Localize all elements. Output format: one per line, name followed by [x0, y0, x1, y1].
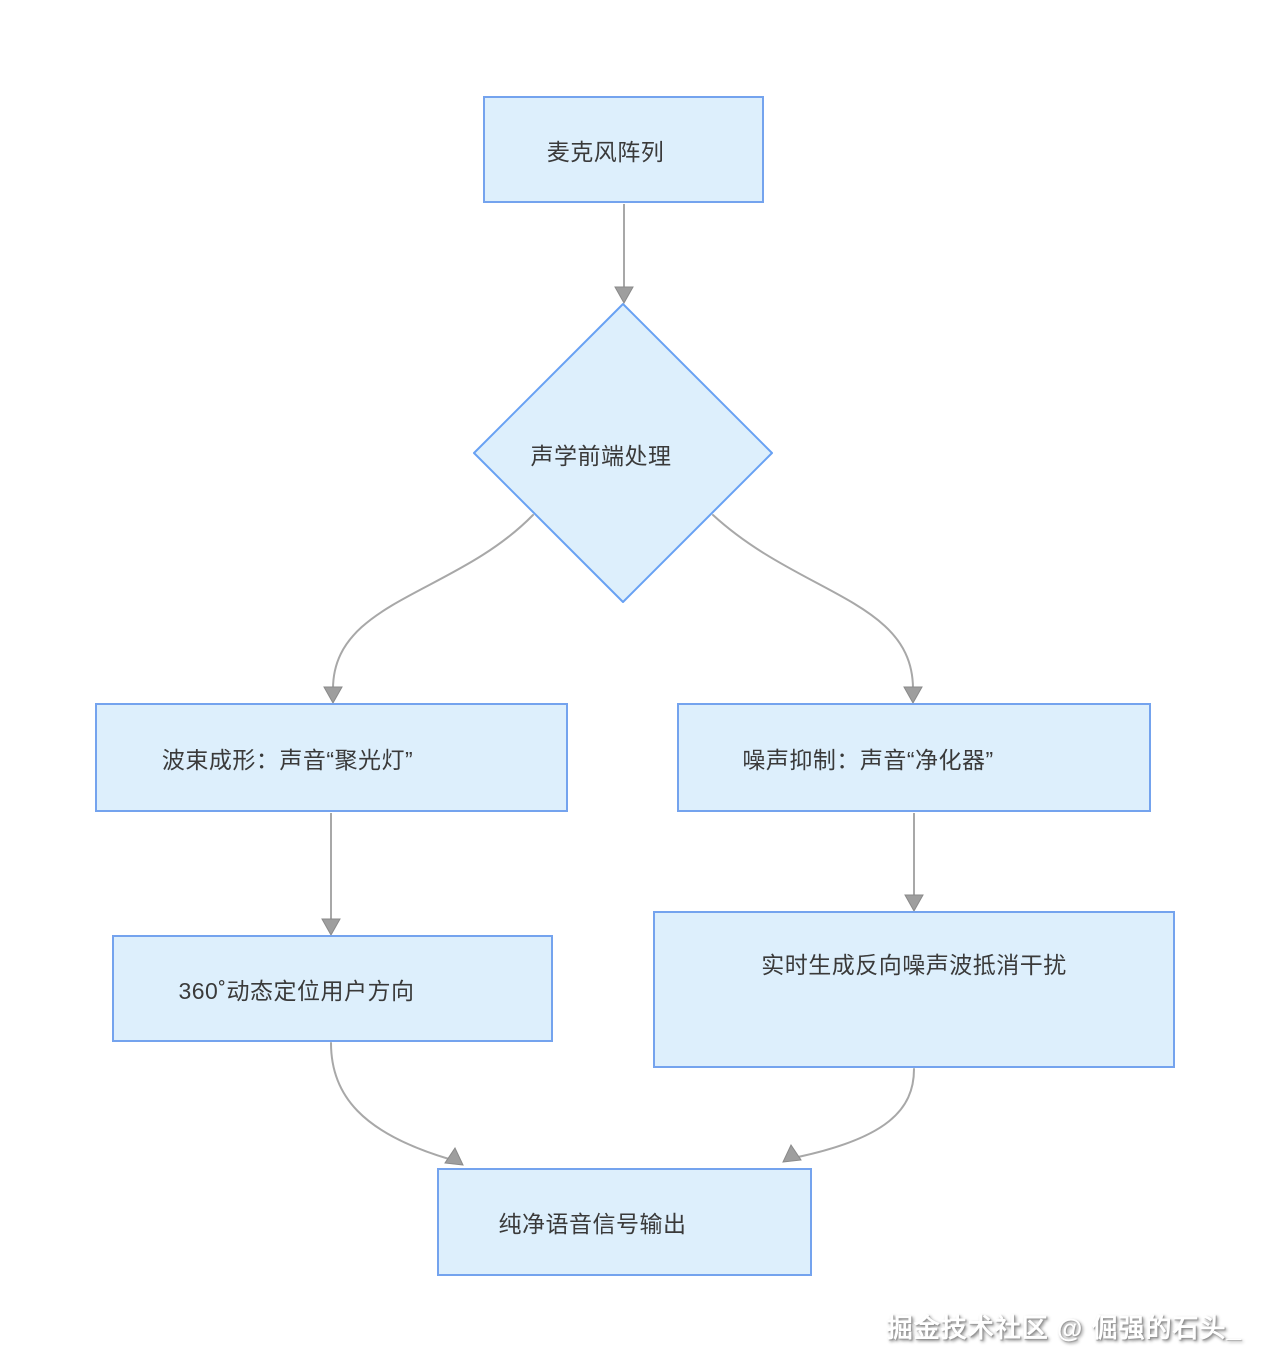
node-anti-noise: 实时生成反向噪声波抵消干扰 — [653, 911, 1175, 1068]
node-frontend-label: 声学前端处理 — [451, 439, 751, 469]
edge-frontend-to-beamforming — [323, 514, 534, 705]
edge-antinoise-to-output — [782, 1068, 915, 1163]
node-beamforming: 波束成形：声音“聚光灯” — [95, 703, 568, 812]
edge-mic-to-frontend — [614, 204, 634, 305]
watermark: 掘金技术社区 @ 倔强的石头_ — [886, 1313, 1242, 1343]
edge-noise-to-antinoise — [904, 813, 924, 913]
node-output: 纯净语音信号输出 — [437, 1168, 812, 1276]
node-locate: 360˚动态定位用户方向 — [112, 935, 553, 1042]
edge-beamforming-to-locate — [321, 813, 341, 937]
node-beamforming-label: 波束成形：声音“聚光灯” — [161, 746, 414, 773]
node-locate-label: 360˚动态定位用户方向 — [178, 977, 415, 1004]
edge-locate-to-output — [330, 1042, 464, 1166]
node-noise-suppression: 噪声抑制：声音“净化器” — [677, 703, 1151, 812]
edge-frontend-to-noise — [712, 514, 923, 705]
node-anti-noise-label: 实时生成反向噪声波抵消干扰 — [761, 951, 1067, 978]
node-noise-suppression-label: 噪声抑制：声音“净化器” — [742, 746, 994, 773]
node-frontend-diamond-shape — [473, 303, 773, 603]
node-output-label: 纯净语音信号输出 — [498, 1211, 687, 1237]
node-mic: 麦克风阵列 — [483, 96, 764, 203]
node-mic-label: 麦克风阵列 — [546, 138, 665, 165]
node-frontend-label-text: 声学前端处理 — [530, 443, 672, 469]
